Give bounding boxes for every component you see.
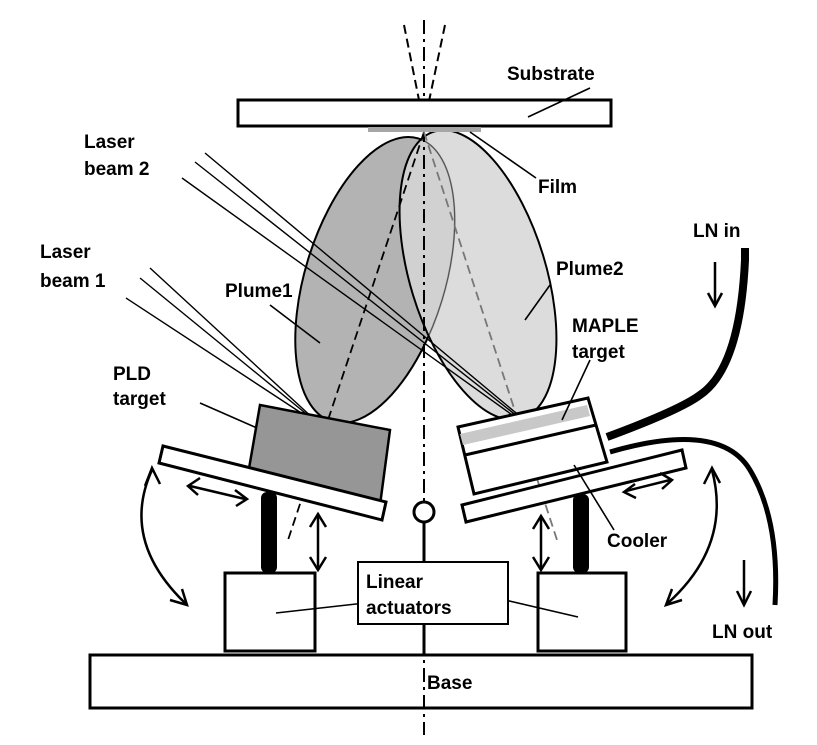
laser-beam-2-label-line2: beam 2 xyxy=(84,159,149,180)
substrate-plate xyxy=(236,98,613,128)
laser-beam-1-line xyxy=(125,297,316,423)
cooler-label: Cooler xyxy=(607,531,668,552)
pivot-joint xyxy=(412,500,436,524)
right-tilt-platform xyxy=(460,448,688,524)
right-actuator-rod xyxy=(573,494,589,573)
maple-target-label-line2: target xyxy=(572,342,625,363)
laser-beam-1-line xyxy=(149,267,316,421)
laser-beam-1-line xyxy=(139,277,316,422)
ln-in-label: LN in xyxy=(693,221,741,242)
cooler-divider xyxy=(464,423,597,457)
laser-beam-1-label-line2: beam 1 xyxy=(40,271,106,292)
ln-out-tube xyxy=(609,437,779,606)
ln-in-arrow xyxy=(706,262,724,309)
plume1-label: Plume1 xyxy=(225,281,293,302)
left-tilt-platform xyxy=(157,444,388,522)
maple-target-layer xyxy=(460,405,590,445)
left-horizontal-double-arrow xyxy=(185,476,250,508)
right-vertical-double-arrow xyxy=(531,513,551,573)
linear-actuators-label-line2: actuators xyxy=(366,598,452,619)
maple-target-container xyxy=(456,396,609,496)
cooler-leader xyxy=(573,464,615,531)
film-layer xyxy=(368,127,481,132)
maple-target-leader xyxy=(561,359,591,421)
plume2-leader xyxy=(524,284,551,321)
laser-beam-1-label-line1: Laser xyxy=(40,242,91,263)
plume2-label: Plume2 xyxy=(556,259,624,280)
right-actuator-box xyxy=(536,571,628,653)
base-block xyxy=(88,653,754,710)
plume1-leader xyxy=(269,304,321,344)
right-horizontal-double-arrow xyxy=(621,471,675,500)
actuators-leader-left xyxy=(275,602,366,614)
left-actuator-box xyxy=(223,571,317,653)
ln-in-tube xyxy=(605,248,749,441)
right-curved-tilt-arrow xyxy=(663,465,722,607)
substrate-label: Substrate xyxy=(507,64,595,85)
left-vertical-double-arrow xyxy=(308,511,328,573)
laser-beam-2-label-line1: Laser xyxy=(84,132,135,153)
maple-target-label-line1: MAPLE xyxy=(572,316,639,337)
pld-target-leader xyxy=(199,402,258,429)
ln-out-arrow xyxy=(735,560,753,608)
left-curved-tilt-arrow xyxy=(140,464,189,607)
pld-target-label-line1: PLD xyxy=(113,364,151,385)
film-label: Film xyxy=(538,177,577,198)
laser-beam-2-line xyxy=(204,152,523,419)
linear-actuators-label-box xyxy=(357,561,509,625)
base-label: Base xyxy=(427,673,472,694)
pld-target-label-line2: target xyxy=(113,389,166,410)
substrate-leader xyxy=(527,87,591,118)
film-leader xyxy=(469,131,537,179)
actuators-leader-right xyxy=(504,599,579,618)
linear-actuators-label-line1: Linear xyxy=(366,572,424,593)
laser-beam-2-line xyxy=(181,177,523,423)
left-actuator-rod xyxy=(261,492,277,573)
ln-out-label: LN out xyxy=(712,622,773,643)
laser-beam-2-line xyxy=(194,161,523,421)
